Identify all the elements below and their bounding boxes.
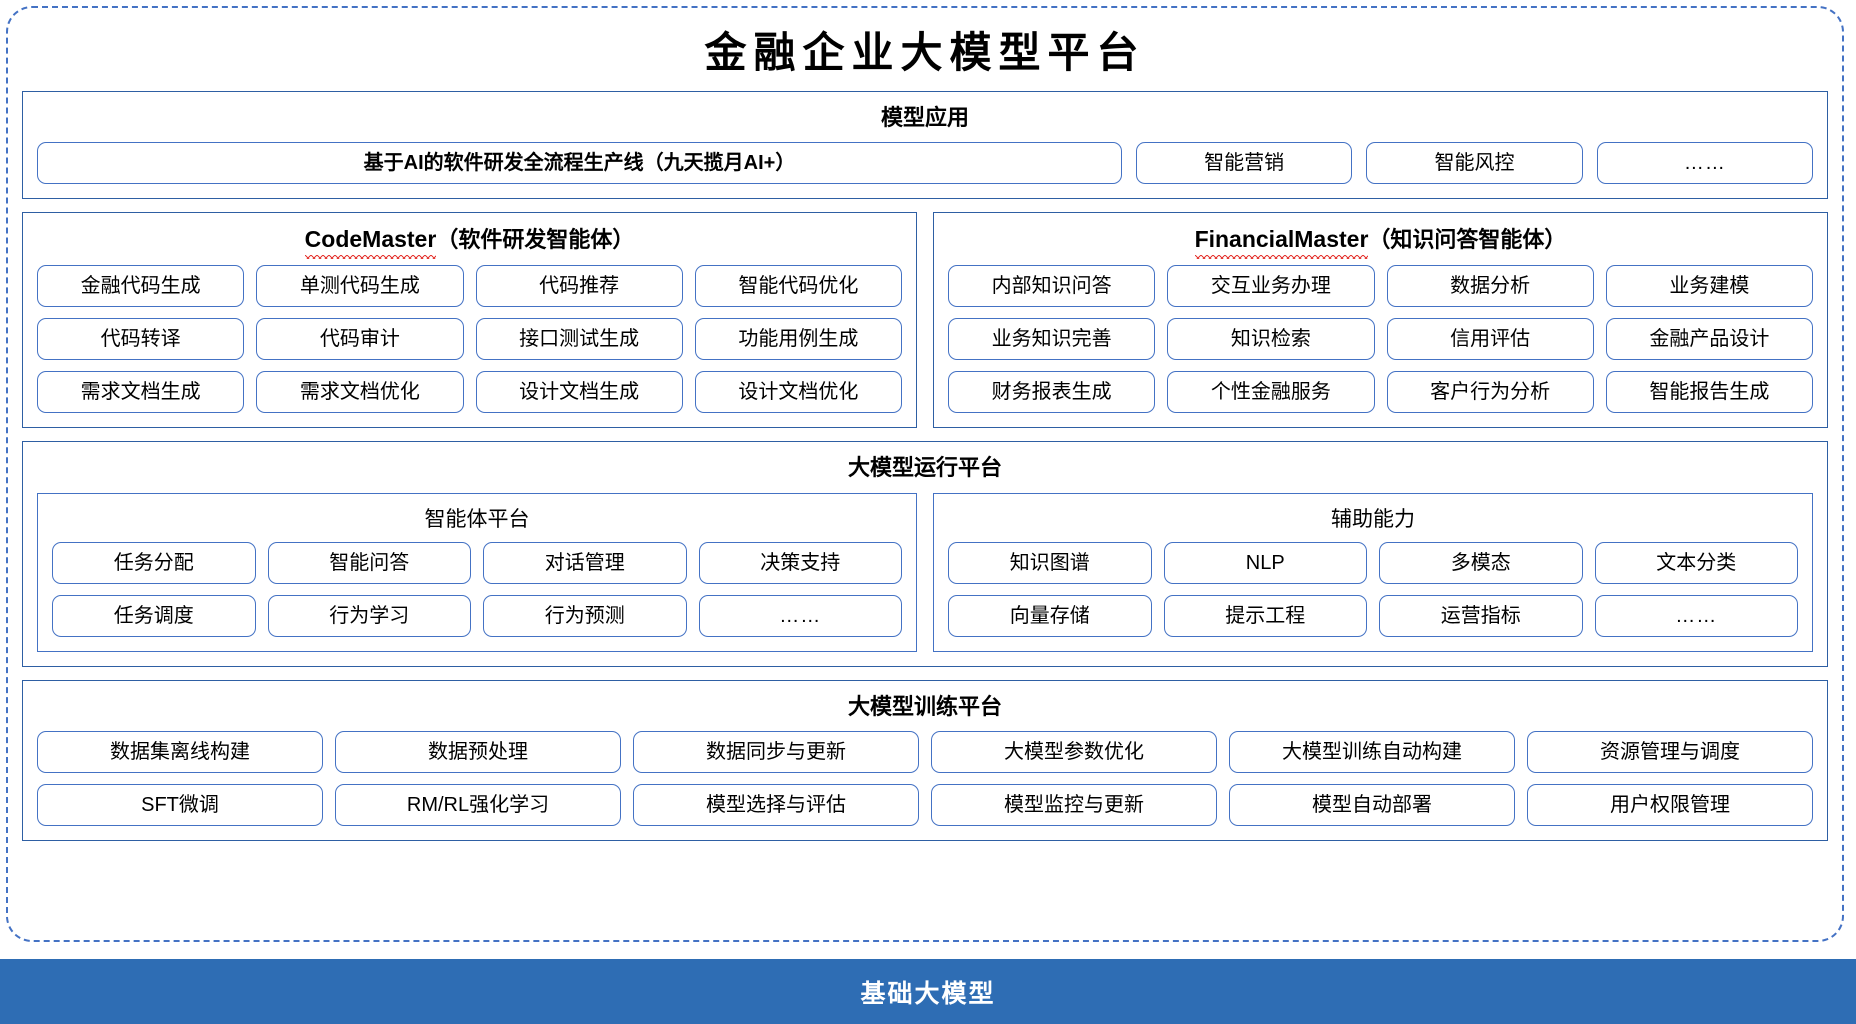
chip-dialog-management[interactable]: 对话管理	[483, 541, 687, 584]
chip-knowledge-graph[interactable]: 知识图谱	[948, 541, 1152, 584]
runtime-subpanels: 智能体平台 任务分配 智能问答 对话管理 决策支持 任务调度 行为学习 行为预测…	[37, 492, 1813, 652]
chip-behavior-learning[interactable]: 行为学习	[267, 594, 471, 637]
base-model-label: 基础大模型	[860, 979, 996, 1008]
chip-personalized-finance-service[interactable]: 个性金融服务	[1167, 370, 1375, 413]
chip-decision-support[interactable]: 决策支持	[698, 541, 902, 584]
chip-business-modeling[interactable]: 业务建模	[1605, 264, 1813, 307]
chip-function-case-gen[interactable]: 功能用例生成	[694, 317, 902, 360]
agent-platform-row-1: 任务分配 智能问答 对话管理 决策支持	[52, 541, 902, 584]
section-runtime-platform: 大模型运行平台 智能体平台 任务分配 智能问答 对话管理 决策支持 任务调度 行…	[22, 440, 1828, 667]
subpanel-agent-platform: 智能体平台 任务分配 智能问答 对话管理 决策支持 任务调度 行为学习 行为预测…	[37, 492, 917, 652]
section-model-application: 模型应用 基于AI的软件研发全流程生产线（九天揽月AI+） 智能营销 智能风控 …	[22, 90, 1828, 200]
chip-business-knowledge-improve[interactable]: 业务知识完善	[948, 317, 1156, 360]
model-application-row: 基于AI的软件研发全流程生产线（九天揽月AI+） 智能营销 智能风控 ……	[37, 142, 1813, 185]
financialmaster-row-2: 业务知识完善 知识检索 信用评估 金融产品设计	[948, 317, 1813, 360]
chip-model-select-evaluate[interactable]: 模型选择与评估	[633, 784, 919, 827]
chip-behavior-prediction[interactable]: 行为预测	[483, 594, 687, 637]
chip-interactive-business[interactable]: 交互业务办理	[1167, 264, 1375, 307]
agent-platform-row-2: 任务调度 行为学习 行为预测 ……	[52, 594, 902, 637]
chip-smart-code-optimize[interactable]: 智能代码优化	[694, 264, 902, 307]
chip-code-audit[interactable]: 代码审计	[256, 317, 464, 360]
chip-task-scheduling[interactable]: 任务调度	[52, 594, 256, 637]
codemaster-name-cn: （软件研发智能体）	[436, 227, 635, 253]
codemaster-row-1: 金融代码生成 单测代码生成 代码推荐 智能代码优化	[37, 264, 902, 307]
agents-columns: CodeMaster（软件研发智能体） 金融代码生成 单测代码生成 代码推荐 智…	[22, 212, 1828, 428]
financialmaster-row-3: 财务报表生成 个性金融服务 客户行为分析 智能报告生成	[948, 370, 1813, 413]
financialmaster-row-1: 内部知识问答 交互业务办理 数据分析 业务建模	[948, 264, 1813, 307]
chip-unit-test-gen[interactable]: 单测代码生成	[256, 264, 464, 307]
app-chip-smart-marketing[interactable]: 智能营销	[1136, 142, 1353, 185]
chip-financial-report-gen[interactable]: 财务报表生成	[948, 370, 1156, 413]
chip-task-allocation[interactable]: 任务分配	[52, 541, 256, 584]
chip-requirement-doc-gen[interactable]: 需求文档生成	[37, 370, 245, 413]
training-platform-row-1: 数据集离线构建 数据预处理 数据同步与更新 大模型参数优化 大模型训练自动构建 …	[37, 731, 1813, 774]
codemaster-row-3: 需求文档生成 需求文档优化 设计文档生成 设计文档优化	[37, 370, 902, 413]
chip-nlp[interactable]: NLP	[1163, 541, 1367, 584]
support-capability-row-2: 向量存储 提示工程 运营指标 ……	[948, 594, 1798, 637]
chip-user-permission-management[interactable]: 用户权限管理	[1527, 784, 1813, 827]
chip-code-recommend[interactable]: 代码推荐	[475, 264, 683, 307]
section-financialmaster: FinancialMaster（知识问答智能体） 内部知识问答 交互业务办理 数…	[933, 212, 1828, 428]
chip-model-monitor-update[interactable]: 模型监控与更新	[931, 784, 1217, 827]
chip-sft-finetune[interactable]: SFT微调	[37, 784, 323, 827]
chip-design-doc-optimize[interactable]: 设计文档优化	[694, 370, 902, 413]
section-title-runtime-platform: 大模型运行平台	[847, 454, 1002, 480]
app-chip-smart-risk-control[interactable]: 智能风控	[1366, 142, 1583, 185]
codemaster-row-2: 代码转译 代码审计 接口测试生成 功能用例生成	[37, 317, 902, 360]
subpanel-support-capability: 辅助能力 知识图谱 NLP 多模态 文本分类 向量存储 提示工程 运营指标 ……	[933, 492, 1813, 652]
section-title-codemaster: CodeMaster（软件研发智能体）	[37, 223, 902, 265]
chip-financial-product-design[interactable]: 金融产品设计	[1605, 317, 1813, 360]
chip-rm-rl-learning[interactable]: RM/RL强化学习	[335, 784, 621, 827]
app-chip-ai-pipeline[interactable]: 基于AI的软件研发全流程生产线（九天揽月AI+）	[37, 142, 1122, 185]
base-model-bar: 基础大模型	[0, 959, 1856, 1024]
section-title-training-platform: 大模型训练平台	[847, 693, 1002, 719]
diagram-outer-frame: 金融企业大模型平台 模型应用 基于AI的软件研发全流程生产线（九天揽月AI+） …	[6, 6, 1844, 942]
chip-api-test-gen[interactable]: 接口测试生成	[475, 317, 683, 360]
chip-prompt-engineering[interactable]: 提示工程	[1163, 594, 1367, 637]
subpanel-title-agent-platform: 智能体平台	[424, 507, 530, 531]
section-title-model-application: 模型应用	[880, 104, 969, 130]
codemaster-name-en: CodeMaster	[304, 225, 436, 259]
chip-resource-management[interactable]: 资源管理与调度	[1527, 731, 1813, 774]
chip-smart-qa[interactable]: 智能问答	[267, 541, 471, 584]
financialmaster-name-en: FinancialMaster	[1194, 225, 1368, 259]
page-title: 金融企业大模型平台	[704, 31, 1146, 77]
chip-model-auto-deploy[interactable]: 模型自动部署	[1229, 784, 1515, 827]
training-platform-row-2: SFT微调 RM/RL强化学习 模型选择与评估 模型监控与更新 模型自动部署 用…	[37, 784, 1813, 827]
financialmaster-name-cn: （知识问答智能体）	[1368, 227, 1567, 253]
chip-code-translate[interactable]: 代码转译	[37, 317, 245, 360]
chip-knowledge-retrieval[interactable]: 知识检索	[1167, 317, 1375, 360]
chip-support-capability-more[interactable]: ……	[1594, 594, 1798, 637]
chip-internal-knowledge-qa[interactable]: 内部知识问答	[948, 264, 1156, 307]
chip-credit-assessment[interactable]: 信用评估	[1386, 317, 1594, 360]
subpanel-title-support-capability: 辅助能力	[1331, 507, 1415, 531]
chip-multimodal[interactable]: 多模态	[1379, 541, 1583, 584]
section-codemaster: CodeMaster（软件研发智能体） 金融代码生成 单测代码生成 代码推荐 智…	[22, 212, 917, 428]
chip-text-classification[interactable]: 文本分类	[1594, 541, 1798, 584]
chip-customer-behavior-analysis[interactable]: 客户行为分析	[1386, 370, 1594, 413]
chip-code-gen-finance[interactable]: 金融代码生成	[37, 264, 245, 307]
chip-agent-platform-more[interactable]: ……	[698, 594, 902, 637]
chip-data-preprocessing[interactable]: 数据预处理	[335, 731, 621, 774]
chip-data-analysis[interactable]: 数据分析	[1386, 264, 1594, 307]
app-chip-more[interactable]: ……	[1596, 142, 1813, 185]
chip-data-sync-update[interactable]: 数据同步与更新	[633, 731, 919, 774]
section-training-platform: 大模型训练平台 数据集离线构建 数据预处理 数据同步与更新 大模型参数优化 大模…	[22, 679, 1828, 842]
chip-dataset-offline-build[interactable]: 数据集离线构建	[37, 731, 323, 774]
chip-smart-report-gen[interactable]: 智能报告生成	[1605, 370, 1813, 413]
chip-training-auto-build[interactable]: 大模型训练自动构建	[1229, 731, 1515, 774]
chip-vector-storage[interactable]: 向量存储	[948, 594, 1152, 637]
chip-operation-metrics[interactable]: 运营指标	[1379, 594, 1583, 637]
section-title-financialmaster: FinancialMaster（知识问答智能体）	[948, 223, 1813, 265]
chip-model-param-optimize[interactable]: 大模型参数优化	[931, 731, 1217, 774]
support-capability-row-1: 知识图谱 NLP 多模态 文本分类	[948, 541, 1798, 584]
chip-requirement-doc-optimize[interactable]: 需求文档优化	[256, 370, 464, 413]
chip-design-doc-gen[interactable]: 设计文档生成	[475, 370, 683, 413]
